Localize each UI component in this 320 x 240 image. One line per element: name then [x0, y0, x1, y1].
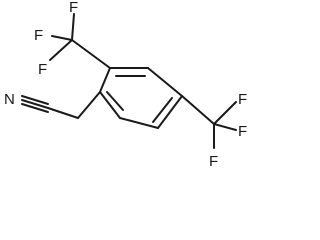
- ring-bond-bottom-right-to-bottom-left: [119, 117, 159, 129]
- atom-label-f-left-lower: F: [38, 61, 47, 78]
- trifluoromethyl-group-upper: F F F: [34, 0, 111, 78]
- triple-bond-line-3: [21, 103, 49, 113]
- atom-label-f-top: F: [69, 0, 78, 16]
- triple-bond-line-2: [21, 99, 49, 109]
- bond-cf3-upper-to-f-top: [71, 13, 75, 41]
- bond-ring-to-cf3-carbon-upper: [71, 39, 111, 69]
- ring-double-bond-inner-left: [106, 91, 124, 111]
- ring-bond-top-right-to-right: [147, 67, 183, 97]
- atom-label-f-right-lower: F: [238, 123, 247, 140]
- bond-ch2-to-nitrile-carbon: [47, 107, 79, 119]
- ring-double-bond-inner-right: [152, 97, 173, 123]
- atom-label-nitrogen: N: [4, 91, 15, 108]
- ring-bond-left-to-top-left: [99, 67, 111, 93]
- trifluoromethyl-group-lower: F F F: [181, 91, 247, 170]
- bond-cf3-lower-to-f-right-lower: [213, 123, 237, 131]
- bond-ring-to-cf3-carbon-lower: [181, 95, 215, 125]
- atom-label-f-right-upper: F: [238, 91, 247, 108]
- benzene-ring: [99, 67, 183, 129]
- atom-label-f-left-upper: F: [34, 27, 43, 44]
- cyanomethyl-group: N: [4, 91, 101, 119]
- bond-cf3-lower-to-f-right-upper: [213, 101, 237, 125]
- bond-cf3-upper-to-f-left-upper: [51, 35, 73, 41]
- bond-cf3-upper-to-f-left-lower: [49, 39, 73, 61]
- ring-bond-right-to-bottom-right: [157, 95, 183, 129]
- ring-bond-bottom-left-to-left: [99, 91, 121, 119]
- bond-ring-to-ch2: [77, 91, 101, 119]
- atom-label-f-bottom: F: [209, 153, 218, 170]
- chemical-structure-diagram: F F F N F F F: [4, 0, 247, 170]
- triple-bond-line-1: [21, 95, 49, 105]
